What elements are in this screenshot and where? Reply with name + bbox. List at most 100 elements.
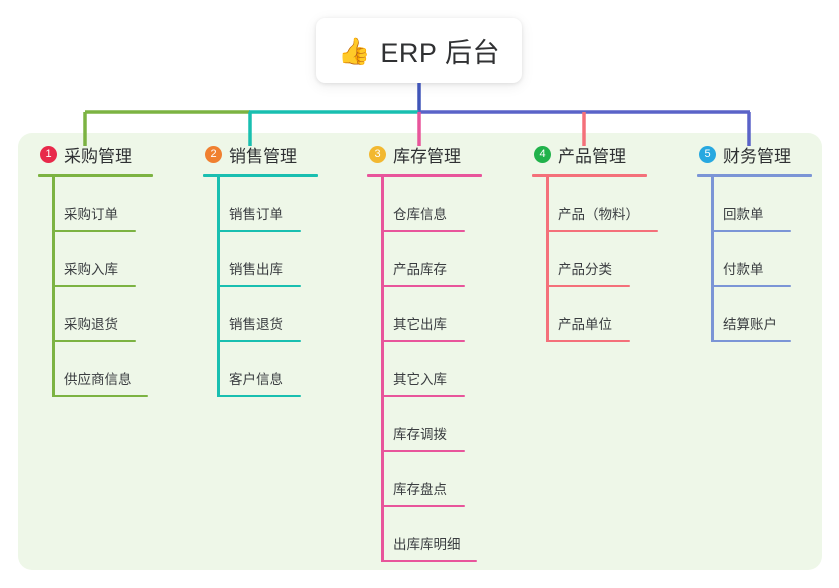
column-header-underline bbox=[367, 174, 482, 177]
number-badge-icon: 4 bbox=[534, 145, 551, 163]
column-header-2[interactable]: 2 销售管理 bbox=[203, 140, 318, 168]
leaf-node-underline bbox=[217, 340, 301, 342]
column-spine bbox=[711, 177, 714, 342]
leaf-node-underline bbox=[381, 450, 465, 452]
column-title: 采购管理 bbox=[64, 146, 132, 166]
column-spine bbox=[52, 177, 55, 397]
leaf-node-label: 付款单 bbox=[723, 262, 764, 277]
leaf-node[interactable]: 销售订单 bbox=[203, 177, 318, 232]
leaf-node[interactable]: 其它入库 bbox=[367, 342, 482, 397]
column-title: 库存管理 bbox=[393, 146, 461, 166]
leaf-node-label: 采购退货 bbox=[64, 317, 118, 332]
leaf-node-underline bbox=[52, 395, 148, 397]
leaf-node[interactable]: 付款单 bbox=[697, 232, 812, 287]
column-items: 销售订单销售出库销售退货客户信息 bbox=[203, 177, 318, 397]
leaf-node[interactable]: 采购入库 bbox=[38, 232, 153, 287]
leaf-node-label: 客户信息 bbox=[229, 372, 283, 387]
column-title: 财务管理 bbox=[723, 146, 791, 166]
column-5: 5 财务管理回款单付款单结算账户 bbox=[697, 140, 812, 342]
leaf-node-underline bbox=[381, 285, 465, 287]
column-header-underline bbox=[532, 174, 647, 177]
leaf-node-label: 销售订单 bbox=[229, 207, 283, 222]
column-2: 2 销售管理销售订单销售出库销售退货客户信息 bbox=[203, 140, 318, 397]
leaf-node-label: 产品单位 bbox=[558, 317, 612, 332]
root-node-content: 👍 ERP 后台 bbox=[338, 31, 500, 70]
leaf-node-underline bbox=[217, 285, 301, 287]
content-panel bbox=[18, 133, 822, 570]
leaf-node[interactable]: 回款单 bbox=[697, 177, 812, 232]
leaf-node-label: 库存调拨 bbox=[393, 427, 447, 442]
column-1: 1 采购管理采购订单采购入库采购退货供应商信息 bbox=[38, 140, 153, 397]
leaf-node[interactable]: 库存调拨 bbox=[367, 397, 482, 452]
leaf-node-underline bbox=[546, 285, 630, 287]
leaf-node[interactable]: 销售退货 bbox=[203, 287, 318, 342]
thumbs-up-icon: 👍 bbox=[338, 35, 371, 66]
leaf-node[interactable]: 出库库明细 bbox=[367, 507, 482, 562]
leaf-node-underline bbox=[711, 230, 791, 232]
leaf-node-label: 出库库明细 bbox=[393, 537, 461, 552]
column-header-3[interactable]: 3 库存管理 bbox=[367, 140, 482, 168]
leaf-node-underline bbox=[381, 505, 465, 507]
leaf-node[interactable]: 采购退货 bbox=[38, 287, 153, 342]
leaf-node-label: 采购订单 bbox=[64, 207, 118, 222]
leaf-node-underline bbox=[217, 395, 301, 397]
leaf-node[interactable]: 产品（物料） bbox=[532, 177, 658, 232]
leaf-node[interactable]: 销售出库 bbox=[203, 232, 318, 287]
number-badge-icon: 5 bbox=[699, 145, 716, 163]
column-header-underline bbox=[38, 174, 153, 177]
column-items: 仓库信息产品库存其它出库其它入库库存调拨库存盘点出库库明细 bbox=[367, 177, 482, 562]
leaf-node-label: 结算账户 bbox=[723, 317, 777, 332]
column-items: 采购订单采购入库采购退货供应商信息 bbox=[38, 177, 153, 397]
leaf-node[interactable]: 采购订单 bbox=[38, 177, 153, 232]
leaf-node-label: 仓库信息 bbox=[393, 207, 447, 222]
leaf-node-underline bbox=[546, 340, 630, 342]
leaf-node-underline bbox=[52, 285, 136, 287]
leaf-node-label: 库存盘点 bbox=[393, 482, 447, 497]
column-3: 3 库存管理仓库信息产品库存其它出库其它入库库存调拨库存盘点出库库明细 bbox=[367, 140, 482, 562]
leaf-node-label: 回款单 bbox=[723, 207, 764, 222]
column-spine bbox=[546, 177, 549, 342]
leaf-node-underline bbox=[381, 395, 465, 397]
number-badge-icon: 1 bbox=[40, 145, 57, 163]
leaf-node-underline bbox=[52, 230, 136, 232]
leaf-node-label: 产品分类 bbox=[558, 262, 612, 277]
leaf-node-label: 销售退货 bbox=[229, 317, 283, 332]
column-header-underline bbox=[697, 174, 812, 177]
leaf-node-label: 产品（物料） bbox=[558, 207, 639, 222]
column-header-1[interactable]: 1 采购管理 bbox=[38, 140, 153, 168]
leaf-node-label: 产品库存 bbox=[393, 262, 447, 277]
leaf-node-underline bbox=[381, 230, 465, 232]
page-title: ERP 后台 bbox=[380, 38, 500, 68]
leaf-node[interactable]: 结算账户 bbox=[697, 287, 812, 342]
leaf-node-underline bbox=[217, 230, 301, 232]
leaf-node[interactable]: 产品单位 bbox=[532, 287, 647, 342]
leaf-node-label: 销售出库 bbox=[229, 262, 283, 277]
leaf-node[interactable]: 产品分类 bbox=[532, 232, 647, 287]
column-title: 销售管理 bbox=[229, 146, 297, 166]
leaf-node-underline bbox=[52, 340, 136, 342]
column-spine bbox=[217, 177, 220, 397]
leaf-node[interactable]: 仓库信息 bbox=[367, 177, 482, 232]
leaf-node-underline bbox=[381, 560, 477, 562]
root-node-card[interactable]: 👍 ERP 后台 bbox=[316, 18, 522, 83]
leaf-node-label: 采购入库 bbox=[64, 262, 118, 277]
leaf-node-underline bbox=[711, 340, 791, 342]
leaf-node-underline bbox=[546, 230, 658, 232]
leaf-node[interactable]: 供应商信息 bbox=[38, 342, 153, 397]
column-spine bbox=[381, 177, 384, 562]
leaf-node-underline bbox=[711, 285, 791, 287]
leaf-node[interactable]: 其它出库 bbox=[367, 287, 482, 342]
number-badge-icon: 2 bbox=[205, 145, 222, 163]
leaf-node[interactable]: 产品库存 bbox=[367, 232, 482, 287]
number-badge-icon: 3 bbox=[369, 145, 386, 163]
leaf-node-label: 其它出库 bbox=[393, 317, 447, 332]
column-header-5[interactable]: 5 财务管理 bbox=[697, 140, 812, 168]
leaf-node-label: 其它入库 bbox=[393, 372, 447, 387]
leaf-node[interactable]: 库存盘点 bbox=[367, 452, 482, 507]
leaf-node[interactable]: 客户信息 bbox=[203, 342, 318, 397]
column-header-underline bbox=[203, 174, 318, 177]
leaf-node-label: 供应商信息 bbox=[64, 372, 132, 387]
